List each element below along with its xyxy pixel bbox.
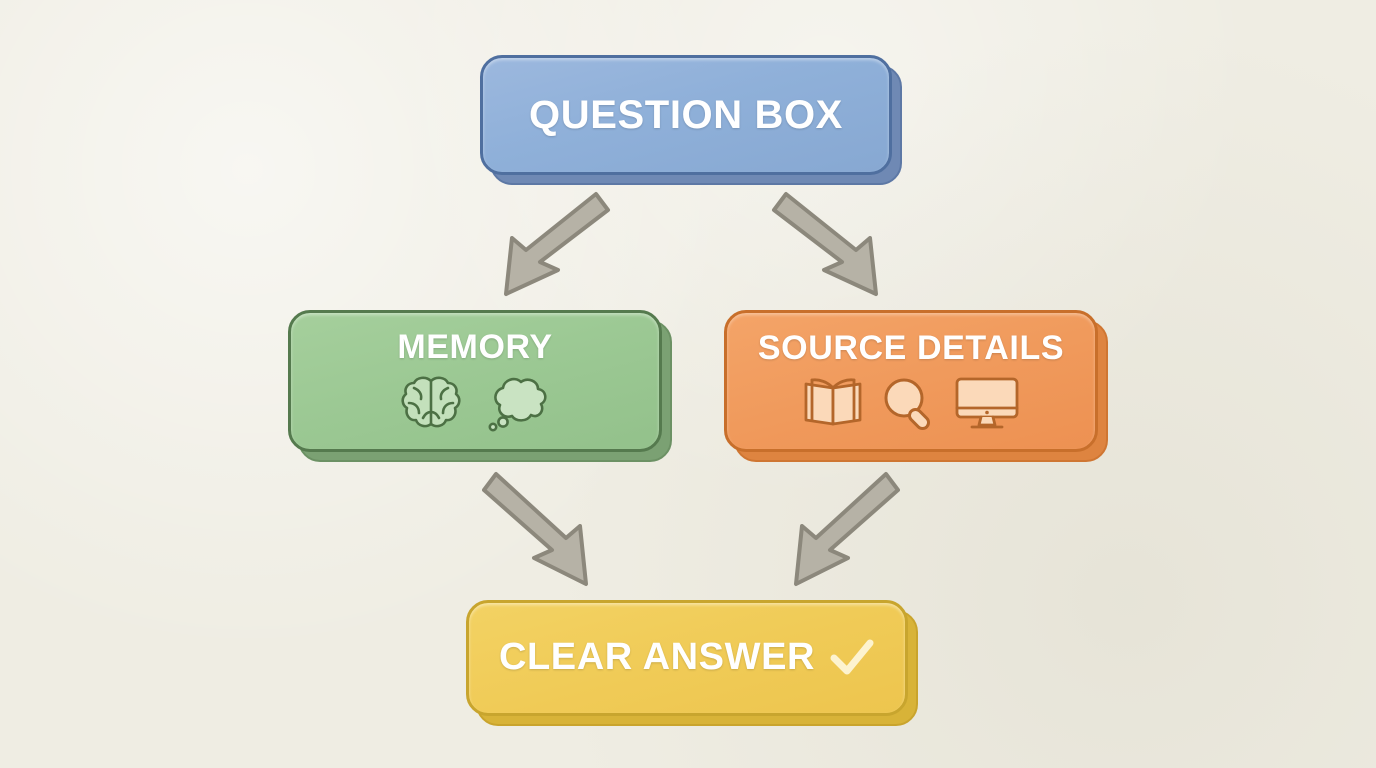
source-box-content: SOURCE DETAILS [724,329,1098,431]
node-source-details-box[interactable]: SOURCE DETAILS [724,310,1108,462]
arrow-question-to-memory-icon [504,192,610,296]
magnifying-glass-icon [884,378,931,430]
memory-box-label: MEMORY [397,328,553,367]
checkmark-icon [830,639,874,675]
node-memory-box[interactable]: MEMORY [288,310,672,462]
memory-box-icon-row [399,374,551,432]
question-box-content: QUESTION BOX [480,94,892,136]
monitor-icon [955,377,1019,429]
node-question-box[interactable]: QUESTION BOX [480,55,902,185]
source-box-label: SOURCE DETAILS [757,329,1065,368]
arrow-source-to-answer-icon [794,472,900,586]
question-box-label: QUESTION BOX [529,93,843,137]
open-book-icon [804,378,862,426]
arrow-question-to-source-icon [772,192,878,296]
brain-icon [401,376,461,428]
thought-cloud-icon [488,377,547,432]
memory-box-content: MEMORY [288,328,662,432]
arrow-memory-to-answer-icon [482,472,588,586]
answer-box-content: CLEAR ANSWER [466,637,908,679]
node-answer-box[interactable]: CLEAR ANSWER [466,600,918,726]
answer-box-label: CLEAR ANSWER [498,636,816,679]
source-box-icon-row [802,375,1020,431]
answer-box-label-row: CLEAR ANSWER [499,637,875,679]
